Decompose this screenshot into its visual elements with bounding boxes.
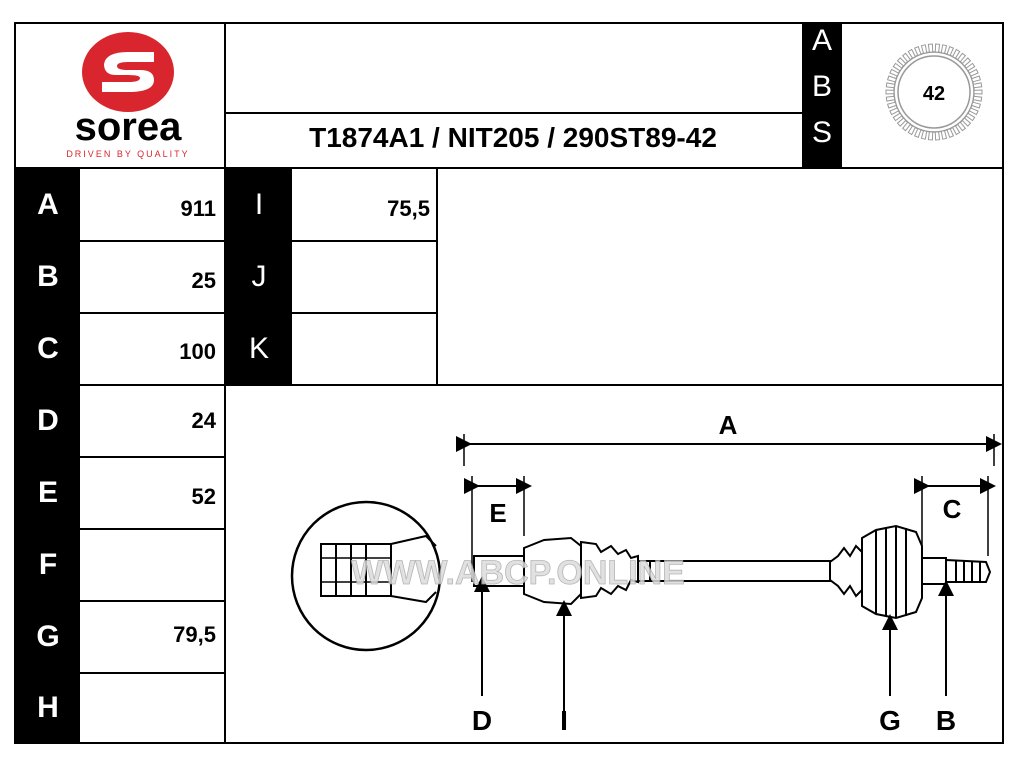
abs-tooth	[968, 107, 979, 116]
abs-tooth	[971, 75, 982, 83]
label-e: E	[489, 498, 506, 528]
abs-tooth	[956, 121, 967, 132]
abs-letter-s: S	[811, 116, 832, 149]
part-number: T1874A1 / NIT205 / 290ST89-42	[309, 122, 717, 153]
dim-letter-g: G	[16, 602, 80, 672]
abs-tooth	[946, 45, 955, 57]
abs-tooth	[972, 82, 983, 89]
dim-letter-c: C	[16, 314, 80, 384]
abs-tooth	[951, 125, 961, 136]
abs-tooth	[907, 48, 917, 59]
dim-value-g: 79,5	[173, 622, 216, 647]
abs-tooth	[885, 89, 895, 95]
s-mark-icon	[102, 52, 154, 92]
abs-tooth	[892, 62, 903, 72]
dim-letter-b: B	[16, 242, 80, 312]
abs-tooth	[927, 131, 934, 141]
abs-tooth	[961, 117, 972, 127]
brand-tagline: DRIVEN BY QUALITY	[66, 149, 189, 159]
abs-tooth	[889, 68, 900, 77]
label-b: B	[936, 705, 956, 736]
dim-letter-d: D	[16, 386, 80, 456]
abs-tooth	[913, 127, 922, 139]
abs-tooth	[927, 43, 934, 53]
abs-tooth	[965, 112, 976, 122]
dim-value-c: 100	[179, 339, 216, 364]
abs-ring: 42	[842, 24, 1002, 167]
spec-sheet: sorea DRIVEN BY QUALITY T1874A1 / NIT205…	[14, 22, 1004, 744]
logo: sorea DRIVEN BY QUALITY	[16, 24, 224, 167]
dim-value-d: 24	[191, 408, 216, 433]
dim-letter-i: I	[226, 169, 292, 240]
abs-tooth	[886, 101, 897, 109]
label-a: A	[719, 410, 738, 440]
dim-letter-f: F	[16, 530, 80, 600]
label-g: G	[879, 705, 901, 736]
brand-name: sorea	[75, 105, 182, 149]
abs-tooth	[951, 48, 961, 59]
abs-tooth	[901, 121, 912, 132]
abs-tooth	[896, 117, 907, 127]
dim-value-a: 911	[180, 196, 217, 221]
dim-letter-h: H	[16, 674, 80, 742]
abs-letter-a: A	[811, 24, 832, 57]
abs-tooth	[972, 95, 983, 102]
abs-tooth	[907, 125, 917, 136]
abs-tooth	[971, 101, 982, 109]
abs-tooth	[920, 130, 928, 140]
abs-tooth	[920, 44, 928, 54]
label-d: D	[472, 705, 492, 736]
abs-tooth	[885, 95, 896, 102]
watermark: WWW.ABCP.ONLINE	[351, 554, 685, 592]
abs-letter-b: B	[811, 70, 832, 103]
abs-tooth	[934, 43, 941, 53]
dim-letter-a: A	[16, 169, 80, 240]
abs-tooth	[973, 89, 983, 95]
abs-gear-icon: 42	[885, 43, 983, 141]
abs-tooth	[892, 112, 903, 122]
drive-shaft-drawing: A E C	[290, 410, 1002, 736]
abs-tooth	[968, 68, 979, 77]
sorea-logo: sorea DRIVEN BY QUALITY	[66, 32, 189, 159]
detail-view-circle	[290, 500, 442, 652]
abs-tooth	[965, 62, 976, 72]
abs-tooth	[956, 52, 967, 63]
dim-letter-k: K	[226, 314, 292, 384]
abs-tooth	[934, 131, 941, 141]
abs-tooth	[886, 75, 897, 83]
abs-tooth	[885, 82, 896, 89]
abs-badge: A B S	[802, 24, 842, 167]
label-i: I	[560, 705, 568, 736]
abs-tooth	[946, 127, 955, 139]
abs-teeth-count: 42	[923, 83, 945, 105]
abs-tooth	[940, 130, 948, 140]
abs-tooth	[896, 57, 907, 67]
dim-letter-j: J	[226, 242, 292, 312]
label-c: C	[943, 494, 962, 524]
dim-value-b: 25	[191, 268, 216, 293]
dim-value-i: 75,5	[387, 196, 430, 221]
abs-tooth	[940, 44, 948, 54]
abs-tooth	[961, 57, 972, 67]
abs-tooth	[913, 45, 922, 57]
dim-value-e: 52	[191, 484, 216, 509]
drive-shaft	[473, 524, 992, 620]
dim-letter-e: E	[16, 458, 80, 528]
abs-tooth	[889, 107, 900, 116]
abs-tooth	[901, 52, 912, 63]
